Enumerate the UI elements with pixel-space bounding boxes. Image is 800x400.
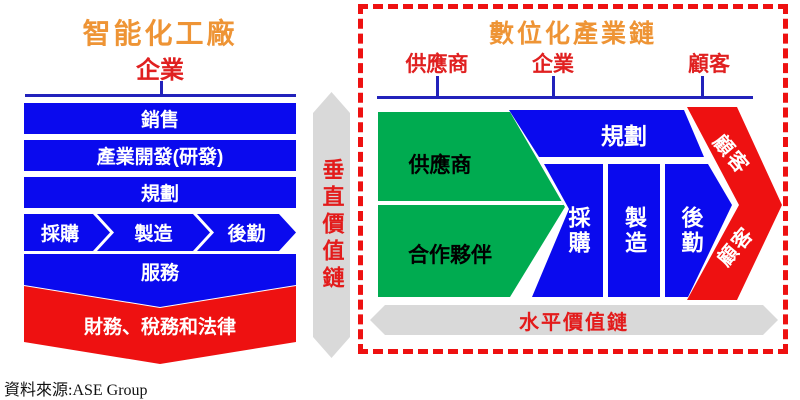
manufacturing-chevron-label: 製造: [134, 224, 173, 245]
procurement-chevron: 採購: [24, 214, 110, 251]
service-banner-label: 服務: [140, 263, 179, 284]
supplier-tick: [436, 76, 439, 97]
manufacturing-chevron: 製造: [97, 214, 210, 251]
left-panel: 智能化工廠 企業 銷售 產業開發(研發) 規劃 採購 製造 後勤 服務 財務、稅…: [0, 0, 358, 370]
supplier-label: 供應商: [405, 53, 469, 76]
rd-bar-label: 產業開發(研發): [96, 147, 224, 168]
plan-bar: 規劃: [509, 110, 704, 157]
sales-bar: 銷售: [24, 103, 296, 134]
manufacturing-column: 製造: [608, 164, 660, 297]
right-panel-dashed-border: [358, 4, 788, 354]
right-title: 數位化產業鏈: [488, 20, 657, 48]
supplier-arrow-top-label: 供應商: [408, 154, 472, 177]
procurement-column-label: 採購: [565, 205, 591, 256]
sales-bar-label: 銷售: [140, 110, 179, 131]
logistics-column-label: 後勤: [678, 205, 704, 256]
right-connector-line: [377, 96, 753, 99]
source-text: 資料來源:ASE Group: [4, 382, 148, 399]
plan-bar-label: 規劃: [601, 122, 647, 149]
logistics-chevron: 後勤: [197, 214, 296, 251]
vertical-value-chain-arrow: 垂直價值鏈: [313, 92, 350, 358]
horizontal-value-chain-arrow: 水平價值鏈: [370, 305, 778, 335]
enterprise-label: 企業: [532, 53, 574, 76]
planning-bar: 規劃: [24, 177, 296, 208]
customer-tick: [701, 76, 704, 97]
enterprise-tick: [552, 76, 555, 97]
manufacturing-column-label: 製造: [622, 205, 647, 256]
horizontal-value-chain-label: 水平價值鏈: [519, 311, 629, 334]
customer-label: 顧客: [688, 53, 730, 76]
finance-tax-legal-label: 財務、稅務和法律: [83, 316, 236, 338]
logistics-chevron-label: 後勤: [227, 224, 266, 245]
supplier-partner-divider: [378, 201, 565, 205]
planning-bar-label: 規劃: [140, 184, 179, 205]
supplier-arrow-bottom-label: 合作夥伴: [408, 244, 492, 267]
left-title: 智能化工廠: [82, 18, 238, 49]
rd-bar: 產業開發(研發): [24, 140, 296, 171]
procurement-chevron-label: 採購: [40, 224, 79, 245]
right-panel: 數位化產業鏈 供應商 企業 顧客: [358, 4, 788, 354]
left-connector-line: [25, 94, 296, 97]
vertical-value-chain-label: 垂直價值鏈: [319, 157, 345, 293]
left-enterprise-label: 企業: [136, 57, 184, 84]
left-connector-tick: [160, 81, 163, 95]
